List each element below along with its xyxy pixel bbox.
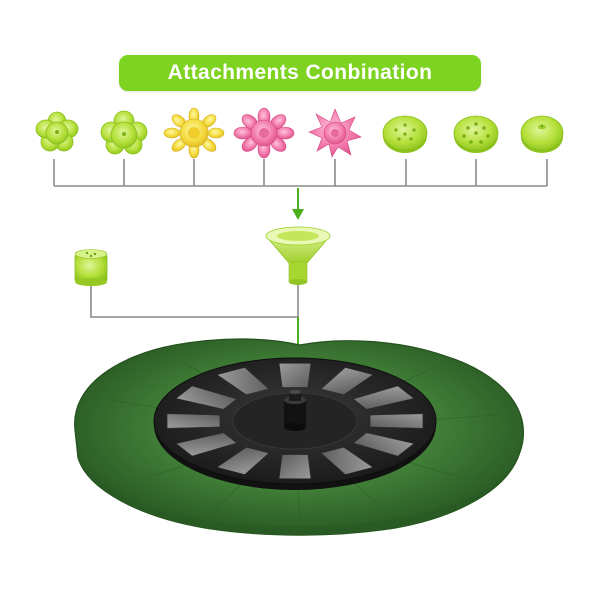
attachments-banner: Attachments Conbination xyxy=(119,55,481,91)
multi-hole-disc-nozzle-icon xyxy=(382,115,428,153)
banner-title: Attachments Conbination xyxy=(167,61,433,84)
cylinder-nozzle-icon xyxy=(74,249,108,286)
small-flower-nozzle-icon xyxy=(35,111,79,152)
funnel-nozzle-icon xyxy=(265,226,331,285)
connector-lines xyxy=(53,159,548,318)
sunflower-nozzle-icon xyxy=(163,107,225,159)
pink-lotus-nozzle-icon xyxy=(308,108,362,158)
dome-nozzle-icon xyxy=(520,115,564,153)
spray-disc-nozzle-icon xyxy=(453,115,499,153)
solar-cells xyxy=(166,363,424,479)
clover-nozzle-icon xyxy=(100,110,148,155)
arrow-down-icon xyxy=(292,188,304,220)
pump-outlet xyxy=(284,389,306,431)
pink-flower-nozzle-icon xyxy=(233,107,295,159)
